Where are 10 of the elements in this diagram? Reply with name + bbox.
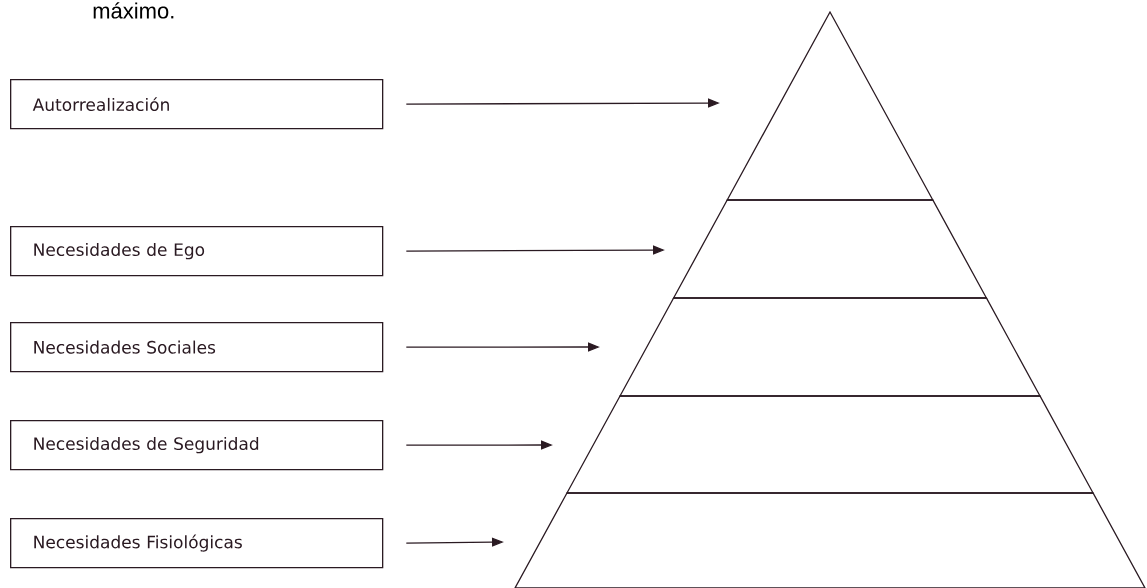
caption-text: máximo. — [93, 2, 174, 19]
label-box: Necesidades de Ego — [10, 226, 384, 277]
label-box: Necesidades Fisiológicas — [10, 518, 384, 569]
label-box: Necesidades Sociales — [10, 322, 384, 373]
pyramid-band — [672, 199, 988, 299]
pyramid-band — [618, 297, 1042, 397]
pyramid-band — [513, 492, 1147, 588]
pyramid-band — [565, 395, 1095, 494]
label-box: Autorrealización — [10, 79, 384, 130]
label-box: Necesidades de Seguridad — [10, 420, 384, 471]
